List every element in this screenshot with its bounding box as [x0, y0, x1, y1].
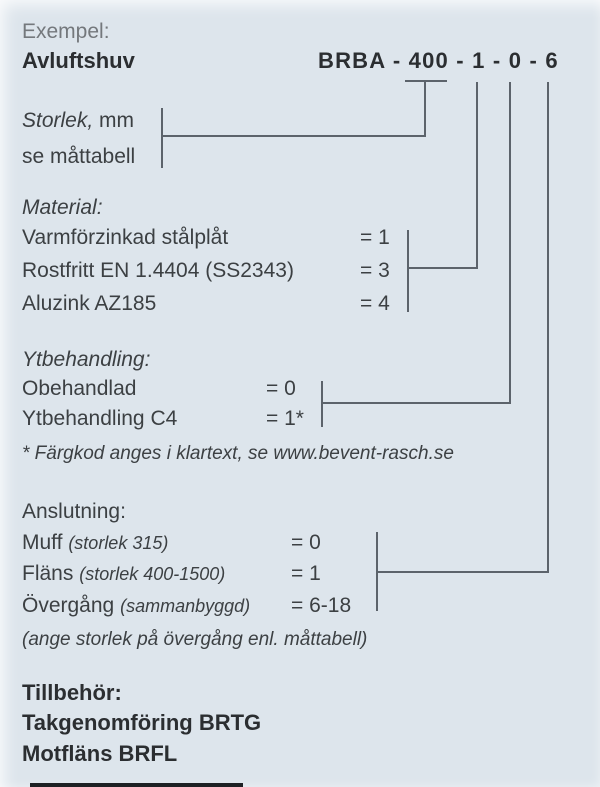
- material-row: Varmförzinkad stålplåt: [22, 226, 228, 250]
- material-row: Aluzink AZ185: [22, 292, 156, 316]
- order-code: BRBA - 400 - 1 - 0 - 6: [318, 48, 559, 73]
- surface-row-code: = 1*: [266, 407, 304, 430]
- material-row-label: Varmförzinkad stålplåt: [22, 226, 229, 249]
- connection-row-code: = 1: [291, 562, 321, 585]
- material-row-code: = 4: [360, 292, 390, 315]
- code-digit0-vertical-line: [509, 82, 511, 404]
- connection-row-note: (storlek 400-1500): [79, 564, 226, 584]
- material-bracket-line: [407, 230, 409, 312]
- material-row-code: = 1: [360, 226, 390, 249]
- code-400-stem-line: [424, 80, 426, 137]
- surface-horizontal-line: [321, 402, 511, 404]
- connection-row: Fläns (storlek 400-1500): [22, 562, 225, 586]
- size-tick-line: [161, 108, 163, 168]
- connection-row-code: = 0: [291, 531, 321, 554]
- connection-row-code: = 6-18: [291, 594, 352, 617]
- code-digit1-vertical-line: [476, 82, 478, 269]
- accessories-heading: Tillbehör:: [22, 680, 122, 705]
- surface-bracket-line: [321, 381, 323, 427]
- size-horizontal-line: [161, 135, 426, 137]
- accessory-item: Motfläns BRFL: [22, 741, 178, 766]
- surface-row-label: Ytbehandling C4: [22, 407, 178, 430]
- surface-row: Ytbehandling C4: [22, 407, 177, 431]
- size-label-word: Storlek,: [22, 109, 94, 132]
- connection-row-label: Fläns: [22, 562, 74, 585]
- material-row-label: Aluzink AZ185: [22, 292, 157, 315]
- code-400-crossbar-line: [405, 80, 447, 82]
- code-digit6-vertical-line: [547, 82, 549, 573]
- material-row-code: = 3: [360, 259, 390, 282]
- material-heading: Material:: [22, 196, 103, 219]
- connection-row-note: (sammanbyggd): [120, 596, 251, 616]
- connection-row-note: (storlek 315): [68, 533, 169, 553]
- size-label: Storlek, mm: [22, 109, 134, 133]
- connection-row-label: Muff: [22, 531, 63, 554]
- size-label-line2: se måttabell: [22, 145, 136, 168]
- surface-heading: Ytbehandling:: [22, 348, 151, 371]
- surface-row-label: Obehandlad: [22, 377, 137, 400]
- accessory-item: Takgenomföring BRTG: [22, 710, 262, 735]
- material-horizontal-line: [407, 267, 478, 269]
- connection-row: Övergång (sammanbyggd): [22, 594, 250, 618]
- example-label: Exempel:: [22, 20, 110, 43]
- material-row: Rostfritt EN 1.4404 (SS2343): [22, 259, 294, 283]
- material-row-label: Rostfritt EN 1.4404 (SS2343): [22, 259, 294, 282]
- size-label-unit: mm: [93, 109, 135, 132]
- connection-horizontal-line: [376, 571, 549, 573]
- connection-row: Muff (storlek 315): [22, 531, 168, 555]
- surface-row: Obehandlad: [22, 377, 136, 401]
- surface-row-code: = 0: [266, 377, 296, 400]
- product-name: Avluftshuv: [22, 48, 135, 73]
- connection-row-label: Övergång: [22, 594, 115, 617]
- connection-heading: Anslutning:: [22, 500, 126, 523]
- bottom-rule: [30, 783, 243, 787]
- connection-footnote: (ange storlek på övergång enl. måttabell…: [22, 629, 368, 650]
- surface-footnote: * Färgkod anges i klartext, se www.beven…: [22, 443, 454, 464]
